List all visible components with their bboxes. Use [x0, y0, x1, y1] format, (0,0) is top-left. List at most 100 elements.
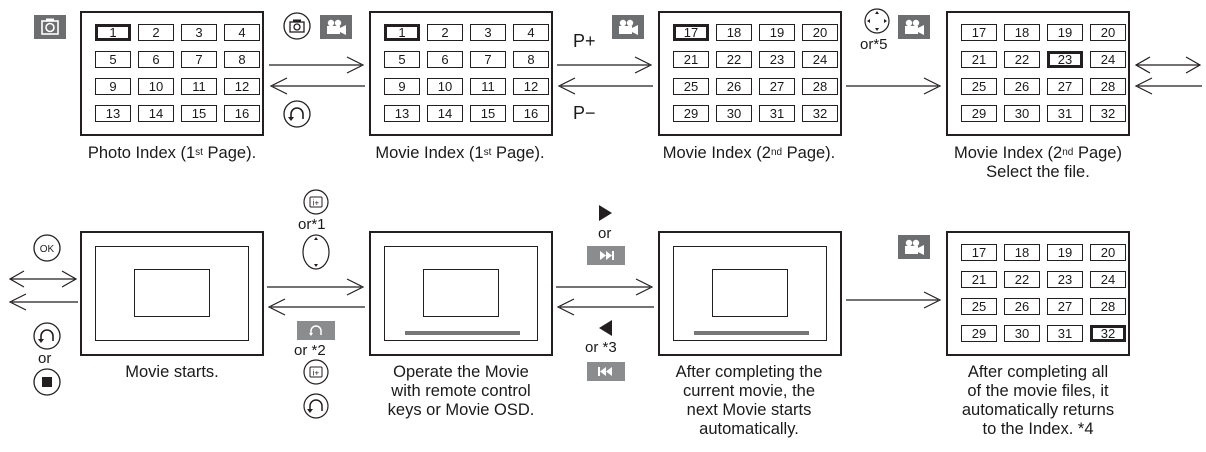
- page-down-label: P−: [573, 103, 596, 123]
- index-cell[interactable]: 29: [961, 325, 997, 342]
- index-cell[interactable]: 12: [513, 78, 549, 95]
- index-cell[interactable]: 30: [716, 105, 752, 122]
- index-cell[interactable]: 11: [470, 78, 506, 95]
- index-cell[interactable]: 3: [470, 24, 506, 41]
- index-cell[interactable]: 28: [1090, 78, 1126, 95]
- index-cell[interactable]: 9: [95, 78, 131, 95]
- rewind-icon: [599, 320, 612, 336]
- index-cell[interactable]: 17: [961, 244, 997, 261]
- index-cell[interactable]: 23: [1047, 51, 1083, 68]
- next-movie-screen-panel: [658, 231, 842, 356]
- index-cell[interactable]: 20: [1090, 244, 1126, 261]
- index-cell[interactable]: 4: [224, 24, 260, 41]
- index-cell[interactable]: 21: [961, 51, 997, 68]
- index-cell[interactable]: 14: [138, 105, 174, 122]
- index-cell[interactable]: 4: [513, 24, 549, 41]
- index-cell[interactable]: 28: [1090, 298, 1126, 315]
- index-cell[interactable]: 25: [673, 78, 709, 95]
- index-cell[interactable]: 24: [1090, 51, 1126, 68]
- index-cell[interactable]: 10: [138, 78, 174, 95]
- or2-label: or *2: [294, 342, 326, 359]
- index-cell[interactable]: 18: [716, 24, 752, 41]
- index-cell[interactable]: 23: [1047, 271, 1083, 288]
- index-cell[interactable]: 30: [1004, 325, 1040, 342]
- index-cell[interactable]: 28: [802, 78, 838, 95]
- arrow-double: [1134, 56, 1202, 74]
- index-cell[interactable]: 19: [759, 24, 795, 41]
- index-cell[interactable]: 29: [673, 105, 709, 122]
- index-cell[interactable]: 31: [1047, 325, 1083, 342]
- movie-index-page2-panel: 17 18 19 20 21 22 23 24 25 26 27 28 29 30 31 32: [658, 11, 842, 136]
- index-cell[interactable]: 25: [961, 78, 997, 95]
- arrow-left: [1134, 77, 1202, 95]
- index-cell[interactable]: 24: [802, 51, 838, 68]
- index-cell[interactable]: 26: [1004, 298, 1040, 315]
- index-cell[interactable]: 20: [1090, 24, 1126, 41]
- index-cell[interactable]: 17: [961, 24, 997, 41]
- index-cell[interactable]: 18: [1004, 24, 1040, 41]
- index-cell[interactable]: 7: [181, 51, 217, 68]
- movie-camera-icon: [898, 15, 930, 39]
- ok-button-icon: OK: [33, 234, 61, 262]
- info-button-icon: i+: [303, 189, 329, 215]
- index-cell[interactable]: 15: [470, 105, 506, 122]
- index-cell[interactable]: 14: [427, 105, 463, 122]
- or1-label: or*1: [298, 216, 326, 233]
- index-cell[interactable]: 31: [1047, 105, 1083, 122]
- index-cell[interactable]: 12: [224, 78, 260, 95]
- index-cell[interactable]: 6: [138, 51, 174, 68]
- index-cell[interactable]: 18: [1004, 244, 1040, 261]
- index-cell[interactable]: 10: [427, 78, 463, 95]
- index-cell[interactable]: 22: [1004, 51, 1040, 68]
- cursor-pad-icon: [864, 8, 890, 34]
- index-cell[interactable]: 20: [802, 24, 838, 41]
- movie-camera-icon: [320, 15, 352, 39]
- index-cell[interactable]: 31: [759, 105, 795, 122]
- caption-movie-starts: Movie starts.: [125, 363, 219, 381]
- index-cell[interactable]: 15: [181, 105, 217, 122]
- index-cell[interactable]: 17: [673, 24, 709, 41]
- index-cell[interactable]: 26: [1004, 78, 1040, 95]
- index-cell[interactable]: 22: [1004, 271, 1040, 288]
- index-cell[interactable]: 13: [95, 105, 131, 122]
- movie-camera-icon: [612, 15, 644, 39]
- index-cell[interactable]: 24: [1090, 271, 1126, 288]
- index-cell[interactable]: 3: [181, 24, 217, 41]
- index-cell[interactable]: 32: [1090, 105, 1126, 122]
- index-cell[interactable]: 22: [716, 51, 752, 68]
- index-cell[interactable]: 27: [759, 78, 795, 95]
- index-cell[interactable]: 9: [384, 78, 420, 95]
- index-cell[interactable]: 30: [1004, 105, 1040, 122]
- arrow-left: [556, 298, 654, 316]
- index-cell[interactable]: 5: [95, 51, 131, 68]
- index-cell[interactable]: 6: [427, 51, 463, 68]
- movie-screen-panel: [80, 231, 264, 356]
- index-cell[interactable]: 1: [95, 24, 131, 41]
- index-cell[interactable]: 32: [1090, 325, 1126, 342]
- index-cell[interactable]: 27: [1047, 298, 1083, 315]
- index-cell[interactable]: 19: [1047, 244, 1083, 261]
- or-label: or: [598, 225, 612, 242]
- index-cell[interactable]: 2: [427, 24, 463, 41]
- index-cell[interactable]: 27: [1047, 78, 1083, 95]
- index-cell[interactable]: 26: [716, 78, 752, 95]
- index-cell[interactable]: 21: [673, 51, 709, 68]
- index-cell[interactable]: 16: [513, 105, 549, 122]
- index-cell[interactable]: 29: [961, 105, 997, 122]
- index-cell[interactable]: 32: [802, 105, 838, 122]
- arrow-left: [8, 293, 78, 311]
- index-cell[interactable]: 11: [181, 78, 217, 95]
- index-cell[interactable]: 23: [759, 51, 795, 68]
- index-cell[interactable]: 25: [961, 298, 997, 315]
- index-cell[interactable]: 13: [384, 105, 420, 122]
- index-cell[interactable]: 21: [961, 271, 997, 288]
- index-cell[interactable]: 5: [384, 51, 420, 68]
- index-cell[interactable]: 7: [470, 51, 506, 68]
- index-cell[interactable]: 19: [1047, 24, 1083, 41]
- index-cell[interactable]: 8: [513, 51, 549, 68]
- index-cell[interactable]: 16: [224, 105, 260, 122]
- index-cell[interactable]: 8: [224, 51, 260, 68]
- index-cell[interactable]: 1: [384, 24, 420, 41]
- movie-index-select-panel: 17 18 19 20 21 22 23 24 25 26 27 28 29 30 31 32: [946, 11, 1130, 136]
- index-cell[interactable]: 2: [138, 24, 174, 41]
